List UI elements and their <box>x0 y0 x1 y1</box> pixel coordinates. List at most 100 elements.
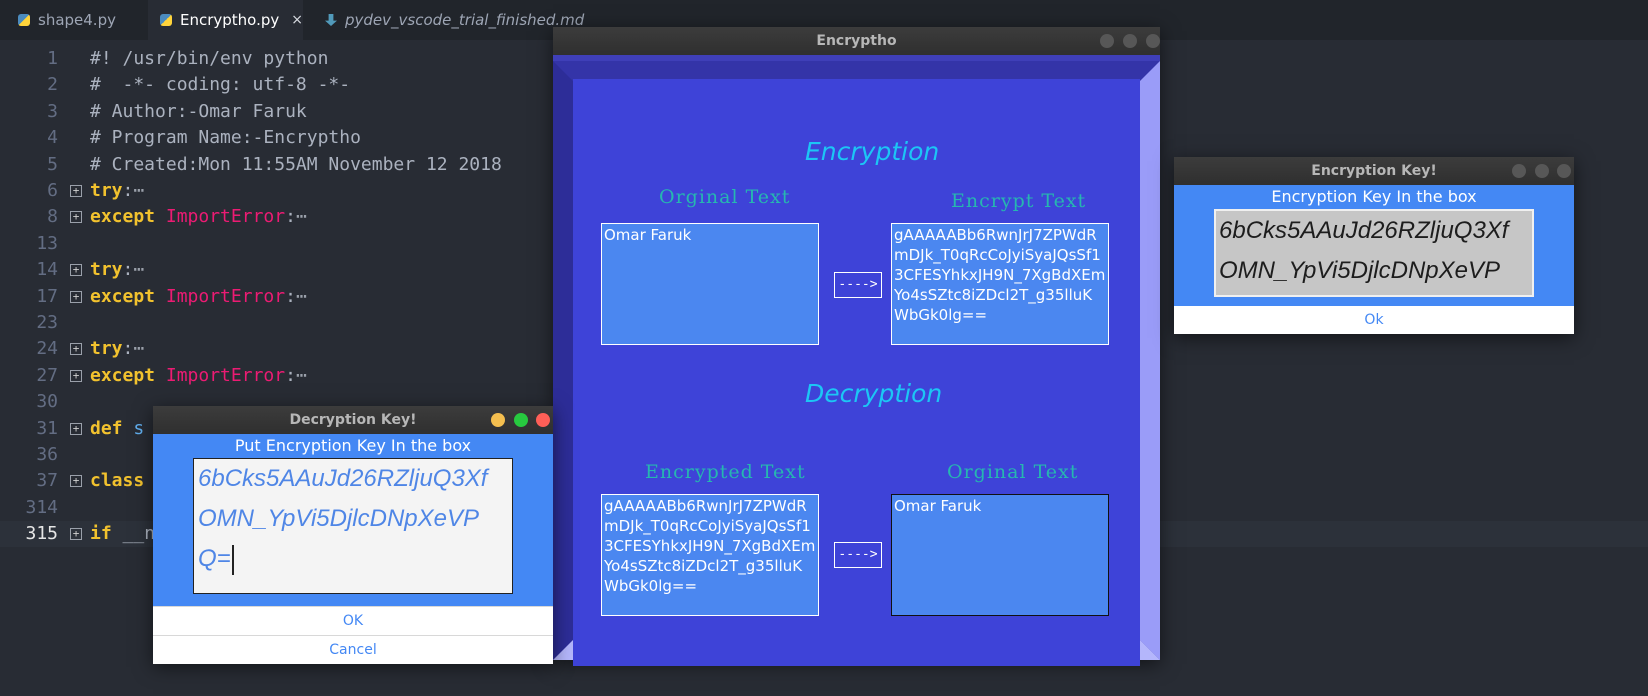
line-number: 24 <box>36 338 58 360</box>
code-text: class <box>90 468 144 494</box>
code-token: ⋯ <box>295 285 307 307</box>
code-text: except ImportError:⋯ <box>90 363 307 389</box>
fold-expand-icon[interactable]: + <box>70 422 82 435</box>
tab-label: pydev_vscode_trial_finished.md <box>345 11 585 29</box>
line-number: 315 <box>25 523 58 545</box>
code-line[interactable]: 3# Author:-Omar Faruk <box>0 99 1648 125</box>
code-token: ⋯ <box>295 206 307 228</box>
ok-button[interactable]: Ok <box>1174 306 1574 334</box>
code-line[interactable]: 5# Created:Mon 11:55AM November 12 2018 <box>0 152 1648 178</box>
close-button[interactable] <box>1146 34 1160 48</box>
key-line: 6bCks5AAuJd26RZljuQ3Xf <box>198 465 488 492</box>
minimize-button[interactable] <box>1100 34 1114 48</box>
code-line[interactable]: 17+except ImportError:⋯ <box>0 284 1648 310</box>
code-token: try <box>90 338 123 360</box>
code-token: ImportError <box>165 206 286 228</box>
ok-button[interactable]: OK <box>153 606 553 635</box>
close-button[interactable] <box>1557 164 1571 178</box>
code-line[interactable]: 1#! /usr/bin/env python <box>0 46 1648 72</box>
fold-expand-icon[interactable]: + <box>70 475 82 488</box>
encryptho-window: Encryptho Encryption Orginal Text Encryp… <box>553 27 1160 666</box>
code-token: : <box>285 364 296 386</box>
cancel-button[interactable]: Cancel <box>153 635 553 664</box>
code-token: ⋯ <box>133 180 145 201</box>
decrypted-text-output[interactable]: Omar Faruk <box>891 494 1109 616</box>
encrypt-text-label: Encrypt Text <box>951 190 1087 212</box>
original-text-input[interactable]: Omar Faruk <box>601 223 819 345</box>
code-line[interactable]: 4# Program Name:-Encryptho <box>0 125 1648 151</box>
close-button[interactable] <box>536 413 550 427</box>
line-number: 2 <box>47 74 58 96</box>
code-token: : <box>285 206 296 228</box>
minimize-button[interactable] <box>491 413 505 427</box>
code-line[interactable]: 30 <box>0 389 1648 415</box>
line-number: 4 <box>47 127 58 149</box>
code-token: try <box>90 259 123 281</box>
code-line[interactable]: 314 <box>0 495 1648 521</box>
markdown-file-icon <box>325 14 337 26</box>
code-token: : <box>285 285 296 307</box>
code-text: #! /usr/bin/env python <box>90 46 328 72</box>
line-number: 31 <box>36 417 58 439</box>
code-line[interactable]: 8+except ImportError:⋯ <box>0 204 1648 230</box>
encrypted-text-input[interactable]: gAAAAABb6RwnJrJ7ZPWdRmDJk_T0qRcCoJyiSyaJ… <box>601 494 819 616</box>
line-number: 5 <box>47 153 58 175</box>
tab-shape4[interactable]: shape4.py <box>0 0 148 40</box>
code-line[interactable]: 6 + try:⋯ <box>0 178 1648 204</box>
decrypted-original-label: Orginal Text <box>947 461 1079 483</box>
encrypted-text-output[interactable]: gAAAAABb6RwnJrJ7ZPWdRmDJk_T0qRcCoJyiSyaJ… <box>891 223 1109 345</box>
window-titlebar[interactable]: Decryption Key! <box>153 406 553 434</box>
key-line: OMN_YpVi5DjlcDNpXeVP <box>198 505 480 532</box>
decryption-key-heading: Put Encryption Key In the box <box>234 436 472 455</box>
window-titlebar[interactable]: Encryptho <box>553 27 1160 55</box>
code-token: : <box>122 259 134 281</box>
code-text: try:⋯ <box>90 178 144 204</box>
maximize-button[interactable] <box>1535 164 1549 178</box>
fold-expand-icon[interactable]: + <box>70 343 82 356</box>
code-line[interactable]: 27+except ImportError:⋯ <box>0 363 1648 389</box>
python-file-icon <box>18 14 30 26</box>
encryption-heading: Encryption <box>805 137 940 166</box>
line-number: 6 <box>47 180 58 201</box>
decrypt-button[interactable]: ----> <box>834 542 882 568</box>
fold-expand-icon[interactable]: + <box>70 528 82 541</box>
encrypted-text-label: Encrypted Text <box>645 461 806 483</box>
code-line[interactable]: 23 <box>0 310 1648 336</box>
code-line[interactable]: 37+class <box>0 468 1648 494</box>
fold-expand-icon[interactable]: + <box>70 369 82 382</box>
code-token: ⋯ <box>133 338 145 360</box>
key-line: OMN_YpVi5DjlcDNpXeVP <box>1219 257 1501 284</box>
main-panel: Encryption Orginal Text Encrypt Text Oma… <box>573 79 1140 666</box>
maximize-button[interactable] <box>1123 34 1137 48</box>
tab-label: shape4.py <box>38 11 116 29</box>
code-token: : <box>122 338 134 360</box>
code-text: try:⋯ <box>90 336 144 362</box>
code-text: # Author:-Omar Faruk <box>90 99 307 125</box>
window-titlebar[interactable]: Encryption Key! <box>1174 157 1574 185</box>
code-line[interactable]: 24 + try:⋯ <box>0 336 1648 362</box>
fold-expand-icon[interactable]: + <box>70 185 82 197</box>
code-token: __n <box>111 523 156 545</box>
code-line[interactable]: 31+def s <box>0 416 1648 442</box>
fold-expand-icon[interactable]: + <box>70 264 82 277</box>
tab-pydev-md[interactable]: pydev_vscode_trial_finished.md <box>303 0 598 40</box>
code-token: except <box>90 206 156 228</box>
code-token: def <box>90 417 123 439</box>
fold-expand-icon[interactable]: + <box>70 290 82 303</box>
code-line[interactable]: 2# -*- coding: utf-8 -*- <box>0 72 1648 98</box>
close-icon[interactable]: × <box>291 12 303 28</box>
code-line[interactable]: 13 <box>0 231 1648 257</box>
minimize-button[interactable] <box>1512 164 1526 178</box>
tab-encryptho[interactable]: Encryptho.py × <box>148 0 303 40</box>
code-token: except <box>90 285 156 307</box>
code-line[interactable]: 14+try:⋯ <box>0 257 1648 283</box>
maximize-button[interactable] <box>514 413 528 427</box>
fold-expand-icon[interactable]: + <box>70 211 82 224</box>
encrypt-button[interactable]: ----> <box>834 272 882 298</box>
code-line[interactable]: 36 <box>0 442 1648 468</box>
line-number: 17 <box>36 285 58 307</box>
tab-label: Encryptho.py <box>180 11 280 29</box>
decryption-key-window: Decryption Key! Put Encryption Key In th… <box>153 406 553 664</box>
